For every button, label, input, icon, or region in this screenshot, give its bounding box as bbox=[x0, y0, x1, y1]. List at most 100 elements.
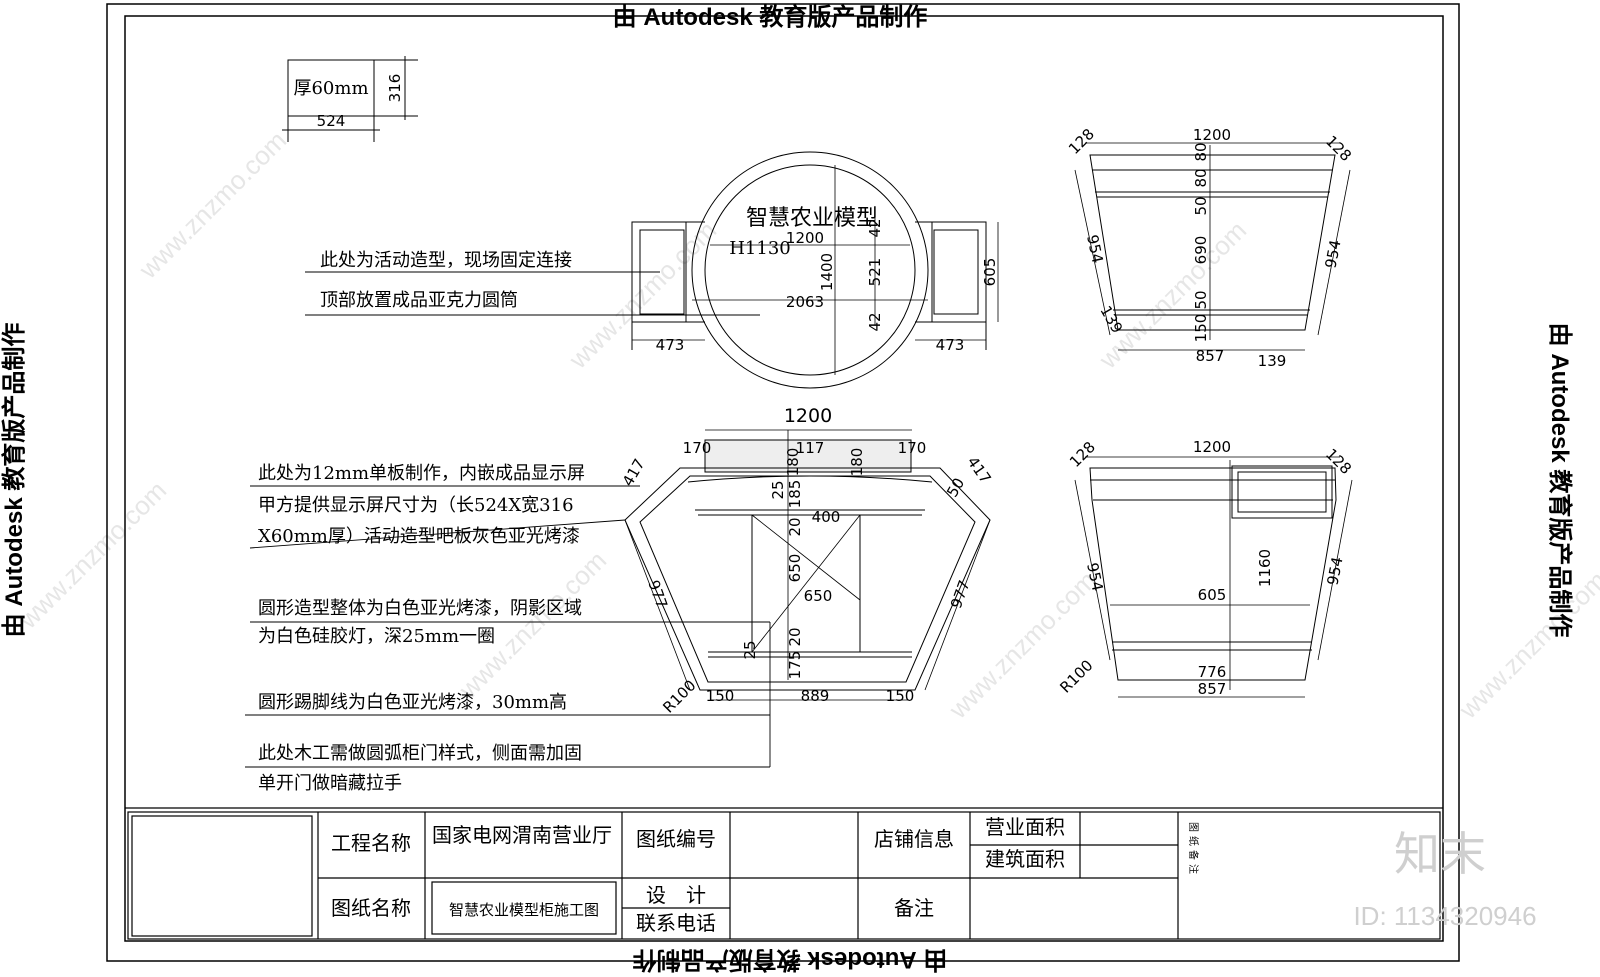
dim-label: 42 bbox=[866, 218, 884, 237]
dim-label: 2063 bbox=[786, 293, 824, 311]
dim-label: 128 bbox=[1066, 438, 1099, 471]
dim-label: 605 bbox=[981, 258, 999, 287]
dim-label: 1200 bbox=[1193, 126, 1231, 144]
dim-label: 150 bbox=[706, 687, 735, 705]
dim-label: 400 bbox=[812, 508, 841, 526]
dim-label: 473 bbox=[656, 336, 685, 354]
plan-title: 智慧农业模型 bbox=[746, 206, 878, 231]
note-text: 单开门做暗藏拉手 bbox=[258, 773, 402, 794]
front-section bbox=[624, 429, 991, 701]
dim-label: 25 bbox=[741, 640, 759, 659]
dim-label: 857 bbox=[1196, 347, 1225, 365]
dim-label: 521 bbox=[866, 258, 884, 287]
drawing-name-value: 智慧农业模型柜施工图 bbox=[449, 901, 599, 919]
dim-label: 20 bbox=[786, 517, 804, 536]
title-block bbox=[125, 807, 1443, 940]
watermark-id: ID: 1134320946 bbox=[1353, 901, 1536, 931]
watermark-text: www.znzmo.com bbox=[12, 475, 172, 635]
autodesk-stamp-right: 由 Autodesk 教育版产品制作 bbox=[1546, 323, 1574, 638]
plan-view bbox=[631, 151, 999, 389]
dim-label: 150 bbox=[1192, 314, 1210, 343]
project-name-label: 工程名称 bbox=[331, 831, 411, 855]
note-text: 为白色硅胶灯，深25mm一圈 bbox=[258, 626, 495, 647]
screen-spec-box bbox=[287, 59, 375, 117]
autodesk-stamp-left: 由 Autodesk 教育版产品制作 bbox=[0, 323, 28, 638]
screen-spec bbox=[282, 56, 418, 142]
note-text: 顶部放置成品亚克力圆筒 bbox=[320, 290, 518, 311]
dim-label: 1200 bbox=[784, 405, 832, 427]
dim-label: 128 bbox=[1322, 445, 1355, 478]
outer-frame bbox=[106, 3, 1460, 962]
dim-label: 473 bbox=[936, 336, 965, 354]
remarks-label: 备注 bbox=[894, 896, 934, 920]
dim-label: 170 bbox=[898, 439, 927, 457]
dim-label: 889 bbox=[801, 687, 830, 705]
dim-label: 180 bbox=[848, 448, 866, 477]
dim-label: 650 bbox=[786, 554, 804, 583]
note-text: 圆形踢脚线为白色亚光烤漆，30mm高 bbox=[258, 692, 567, 713]
dim-label: R100 bbox=[1056, 656, 1096, 696]
dim-label: 170 bbox=[683, 439, 712, 457]
plan-height-label: H1130 bbox=[729, 238, 791, 259]
note-text: 此处为活动造型，现场固定连接 bbox=[320, 250, 572, 271]
dim-label: 776 bbox=[1198, 663, 1227, 681]
dim-label: 954 bbox=[1324, 555, 1347, 587]
drawing-number-label: 图纸编号 bbox=[636, 827, 716, 851]
dim-label: 128 bbox=[1322, 132, 1355, 165]
inner-frame bbox=[124, 15, 1444, 942]
note-text: 此处木工需做圆弧柜门样式，侧面需加固 bbox=[258, 743, 582, 764]
dim-label: 417 bbox=[619, 456, 649, 490]
dim-label: 25 bbox=[769, 480, 787, 499]
dim-label: 20 bbox=[786, 627, 804, 646]
dim-label: 117 bbox=[796, 439, 825, 457]
side-elevation-top bbox=[1074, 142, 1351, 351]
dim-label: 690 bbox=[1192, 236, 1210, 265]
dim-label: 50 bbox=[1192, 290, 1210, 309]
dim-label: 524 bbox=[317, 112, 346, 130]
note-text: 甲方提供显示屏尺寸为（长524X宽316 bbox=[258, 495, 574, 516]
dim-label: 954 bbox=[1322, 238, 1345, 270]
dim-label: 42 bbox=[866, 312, 884, 331]
dim-label: 128 bbox=[1065, 125, 1098, 158]
dim-label: 175 bbox=[786, 651, 804, 680]
dim-label: 977 bbox=[644, 578, 671, 611]
watermark-text: www.znzmo.com bbox=[132, 125, 292, 285]
dim-label: 857 bbox=[1198, 680, 1227, 698]
design-label: 设 计 bbox=[646, 883, 706, 907]
dim-label: 80 bbox=[1192, 142, 1210, 161]
drawing-remarks-label: 图纸备注 bbox=[1187, 822, 1200, 878]
building-area-label: 建筑面积 bbox=[985, 847, 1065, 871]
dim-label: R100 bbox=[659, 676, 699, 716]
dim-label: 180 bbox=[784, 448, 802, 477]
watermark-text: www.znzmo.com bbox=[1452, 565, 1600, 725]
dim-label: 1200 bbox=[786, 229, 824, 247]
dim-label: 1200 bbox=[1193, 438, 1231, 456]
dim-label: 417 bbox=[964, 453, 995, 487]
autodesk-stamp-bottom: 由 Autodesk 教育版产品制作 bbox=[633, 946, 948, 974]
leader-lines bbox=[245, 271, 771, 768]
note-text: X60mm厚）活动造型吧板灰色亚光烤漆 bbox=[258, 526, 580, 547]
autodesk-stamp-top: 由 Autodesk 教育版产品制作 bbox=[613, 3, 928, 31]
business-area-label: 营业面积 bbox=[985, 815, 1065, 839]
project-name-value: 国家电网渭南营业厅 bbox=[432, 823, 612, 847]
plan-outer-circle bbox=[691, 151, 929, 389]
screen-thickness-label: 厚60mm bbox=[293, 78, 368, 99]
dim-label: 954 bbox=[1083, 233, 1107, 265]
dim-label: 977 bbox=[947, 578, 974, 611]
dim-label: 139 bbox=[1258, 352, 1287, 370]
side-elevation-bottom bbox=[1074, 456, 1353, 698]
dim-label: 150 bbox=[886, 687, 915, 705]
watermark-text: www.znzmo.com bbox=[562, 215, 722, 375]
dim-label: 50 bbox=[943, 475, 968, 501]
dim-label: 316 bbox=[386, 74, 404, 103]
dim-label: 80 bbox=[1192, 168, 1210, 187]
store-info-label: 店铺信息 bbox=[874, 827, 954, 851]
dim-label: 1400 bbox=[818, 253, 836, 291]
dim-label: 185 bbox=[786, 480, 804, 509]
plan-inner-circle bbox=[704, 164, 916, 376]
dim-label: 954 bbox=[1083, 561, 1107, 593]
dim-label: 650 bbox=[804, 587, 833, 605]
dim-label: 1160 bbox=[1256, 549, 1274, 587]
note-text: 圆形造型整体为白色亚光烤漆，阴影区域 bbox=[258, 598, 582, 619]
